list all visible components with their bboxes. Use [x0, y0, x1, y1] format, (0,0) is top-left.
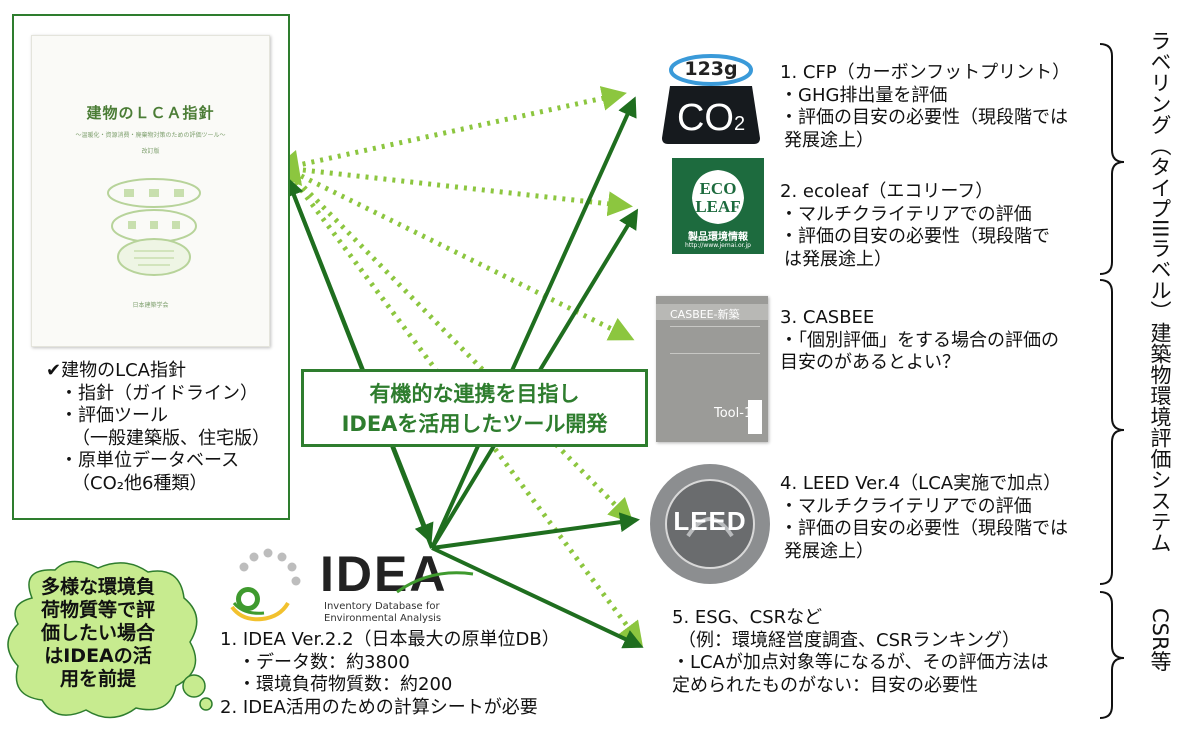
brace-building-system [1099, 279, 1125, 585]
book-subtitle: ～温暖化・資源消費・廃棄物対策のための評価ツール～ [75, 132, 226, 139]
casbee-line: ・「個別評価」をする場合の評価の [780, 329, 1059, 351]
book-publisher: 日本建築学会 [132, 302, 169, 309]
cfp-line: 1. CFP（カーボンフットプリント） [780, 62, 1071, 83]
idea-logo-subtitle: Inventory Database for Environmental Ana… [324, 601, 441, 625]
leed-line: ・マルチクライテリアでの評価 [780, 495, 1032, 517]
arrow-guideline-to-idea [286, 179, 434, 544]
idea-logo-swoosh [396, 571, 474, 594]
guideline-line: ・指針（ガイドライン） [60, 382, 258, 404]
cfp-line: ・GHG排出量を評価 [780, 84, 948, 106]
ecoleaf-description: 2. ecoleaf（エコリーフ） ・マルチクライテリアでの評価 ・評価の目安の… [780, 181, 1050, 271]
brace-labeling [1099, 43, 1125, 275]
leed-line: 発展途上） [784, 540, 874, 562]
guideline-line: ・評価ツール [60, 405, 168, 426]
cloud-line: 用を前提 [59, 668, 136, 690]
cloud-line: 多様な環境負 [40, 576, 155, 598]
casbee-cover-numeral [748, 400, 762, 434]
leed-logo: LEED [648, 462, 772, 586]
leed-line: ・評価の目安の必要性（現段階では [780, 518, 1068, 539]
idea-logo-text: IDEA [320, 546, 448, 602]
guideline-line: （一般建築版、住宅版） [72, 427, 270, 449]
ecoleaf-logo: ECO LEAF 製品環境情報 http://www.jemai.or.jp [672, 158, 764, 254]
brace-csr [1099, 591, 1125, 719]
book-cover-illustration [107, 178, 201, 276]
dotted-arrow-to-ecoleaf [284, 165, 633, 217]
casbee-cover-stripe [670, 326, 760, 354]
leed-description: 4. LEED Ver.4（LCA実施で加点） ・マルチクライテリアでの評価 ・… [780, 473, 1068, 563]
casbee-cover-band [656, 304, 768, 320]
arrow-idea-to-cfp [430, 96, 637, 549]
idea-line: ・データ数：約3800 [238, 651, 410, 673]
ecoleaf-line: ・評価の目安の必要性（現段階で [780, 226, 1050, 247]
casbee-description: 3. CASBEE ・「個別評価」をする場合の評価の 目安のがあるとよい？ [780, 307, 1059, 375]
dotted-arrow-to-cfp [284, 86, 627, 171]
banner-line: 有機的な連携を目指し [369, 382, 580, 406]
leed-line: 4. LEED Ver.4（LCA実施で加点） [780, 473, 1062, 494]
esg-line: ・LCAが加点対象等になるが、その評価方法は [672, 652, 1049, 673]
ecoleaf-line: 2. ecoleaf（エコリーフ） [780, 181, 994, 202]
idea-description: 1. IDEA Ver.2.2（日本最大の原単位DB） ・データ数：約3800 … [220, 629, 560, 719]
cfp-line: 発展途上） [784, 129, 874, 151]
esg-line: 定められたものがない：目安の必要性 [672, 674, 978, 696]
book-edition: 改訂版 [141, 148, 160, 155]
idea-logo-subtitle-line: Inventory Database for [324, 601, 440, 612]
cfp-badge-number: 123g [684, 58, 738, 80]
category-csr: CSR等 [1148, 608, 1172, 672]
ecoleaf-logo-line1: ECO [699, 179, 737, 198]
casbee-line: 3. CASBEE [780, 307, 875, 328]
guideline-line: （CO₂他6種類） [72, 472, 208, 494]
dotted-arrow-to-casbee [283, 165, 635, 341]
cloud-line: 価したい場合 [40, 622, 155, 644]
cfp-description: 1. CFP（カーボンフットプリント） ・GHG排出量を評価 ・評価の目安の必要… [780, 62, 1070, 152]
ecoleaf-line: ・マルチクライテリアでの評価 [780, 203, 1032, 225]
arrow-idea-to-leed [431, 512, 640, 550]
collaboration-banner: 有機的な連携を目指し IDEAを活用したツール開発 [301, 369, 648, 447]
cloud-line: はIDEAの活 [44, 645, 152, 667]
idea-line: 1. IDEA Ver.2.2（日本最大の原単位DB） [220, 629, 560, 650]
banner-line: IDEAを活用したツール開発 [341, 412, 608, 436]
idea-line: 2. IDEA活用のための計算シートが必要 [220, 696, 538, 718]
category-labeling: ラベリング（タイプIIIラベル） [1148, 30, 1172, 322]
cfp-logo: 123g CO2 [656, 46, 766, 149]
ecoleaf-line: は発展途上） [784, 248, 892, 270]
category-building-system: 建築物環境評価システム [1148, 322, 1172, 553]
idea-logo-mark [230, 548, 301, 622]
cloud-line: 荷物質等で評 [40, 599, 155, 621]
idea-line: ・環境負荷物質数：約200 [238, 674, 453, 695]
cfp-co-text: CO [676, 97, 734, 139]
dotted-arrow-to-leed [283, 166, 634, 524]
cfp-sub-text: 2 [733, 113, 746, 135]
casbee-manual-cover: CASBEE-新築 Tool-1 [656, 296, 768, 442]
cfp-line: ・評価の目安の必要性（現段階では [780, 107, 1068, 128]
casbee-cover-title: CASBEE-新築 [670, 308, 740, 321]
ecoleaf-logo-url: http://www.jemai.or.jp [685, 242, 751, 249]
cloud-text: 多様な環境負 荷物質等で評 価したい場合 はIDEAの活 用を前提 [28, 576, 168, 691]
ecoleaf-logo-jp: 製品環境情報 [688, 232, 748, 243]
esg-description: 5. ESG、CSRなど （例：環境経営度調査、CSRランキング） ・LCAが加… [672, 607, 1049, 697]
leed-logo-text: LEED [673, 506, 747, 536]
esg-line: 5. ESG、CSRなど [672, 607, 823, 628]
esg-line: （例：環境経営度調査、CSRランキング） [678, 629, 1020, 651]
arrow-idea-to-esg [431, 546, 644, 649]
cfp-badge-symbol: CO2 [656, 98, 766, 144]
guideline-line: ・原単位データベース [60, 450, 240, 471]
guideline-line: ✔建物のLCA指針 [46, 360, 186, 381]
ecoleaf-logo-line2: LEAF [695, 197, 741, 216]
book-title: 建物のＬＣＡ指針 [86, 104, 215, 122]
casbee-line: 目安のがあるとよい？ [780, 352, 960, 373]
thought-cloud [7, 560, 213, 719]
guideline-book-cover: 建物のＬＣＡ指針 ～温暖化・資源消費・廃棄物対策のための評価ツール～ 改訂版 日… [31, 35, 270, 347]
idea-logo-subtitle-line: Environmental Analysis [324, 613, 442, 624]
guideline-description: ✔建物のLCA指針 ・指針（ガイドライン） ・評価ツール （一般建築版、住宅版）… [46, 360, 270, 495]
casbee-cover-tool: Tool-1 [714, 406, 753, 421]
